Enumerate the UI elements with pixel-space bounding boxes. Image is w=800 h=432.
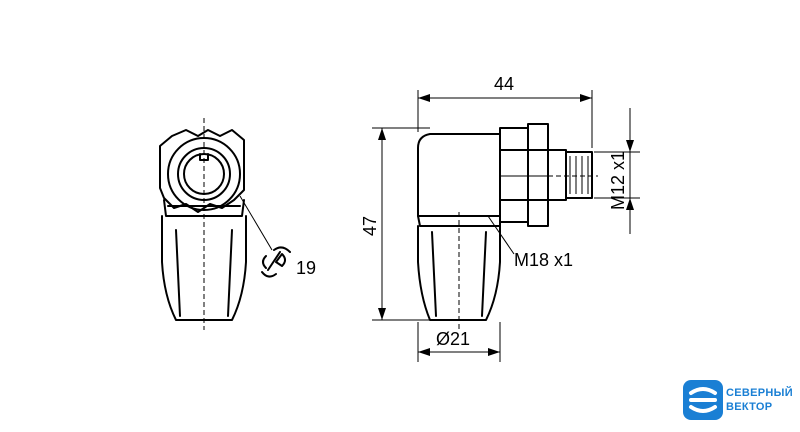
front-view [159, 118, 273, 330]
dim-height [372, 127, 430, 321]
dim-height-label: 47 [360, 216, 380, 236]
dim-thread-small-label: M12 x1 [608, 151, 628, 210]
dim-diameter [417, 322, 501, 362]
side-view [417, 123, 598, 330]
dim-width [417, 90, 593, 148]
wrench-size-label: 19 [296, 258, 316, 278]
dim-width-label: 44 [494, 74, 514, 94]
logo-mark-icon [683, 380, 723, 420]
brand-logo: СЕВЕРНЫЙ ВЕКТОР [682, 377, 800, 425]
dim-thread-big-label: M18 x1 [514, 250, 573, 270]
brand-name-line2: ВЕКТОР [726, 401, 773, 413]
dim-thread-small [594, 108, 640, 234]
brand-name-line1: СЕВЕРНЫЙ [726, 387, 793, 399]
wrench-icon [261, 246, 291, 278]
dim-diameter-label: Ø21 [436, 329, 470, 349]
